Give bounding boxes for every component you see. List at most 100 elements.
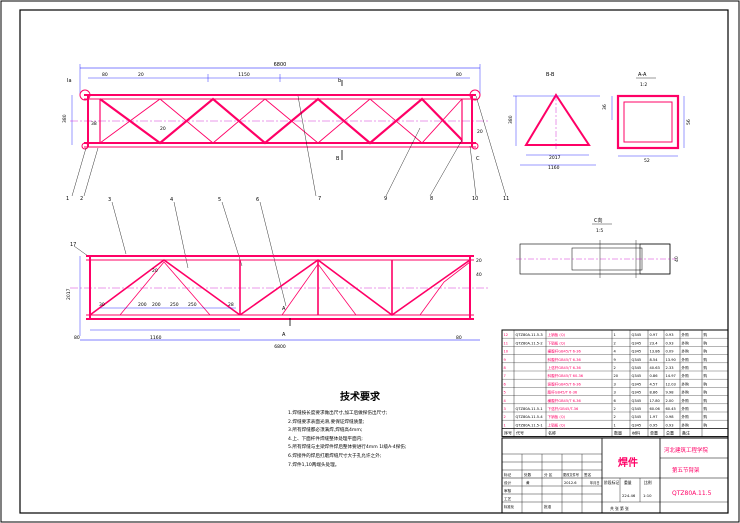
bom-cell: Q345 [632,341,642,345]
tb-row-count: 处数 [524,472,532,477]
bom-cell: 6 [614,399,617,403]
bom-cell: 外购 [682,414,690,419]
callout-4: 4 [170,197,173,203]
dim-inner-4: 250 [188,302,197,308]
tb-row-sign: 签名 [584,472,592,477]
bom-cell: 11 [504,341,509,345]
section-aa-left: 36 [602,104,608,110]
bom-cell: 上销板 (Q) [548,332,566,337]
bom-cell: 2 [614,407,616,411]
dim-top-right: 80 [456,72,462,78]
bom-cell: 9 [614,358,617,362]
bom-header-cell: 材料 [632,430,640,436]
bom-cell: 横腹杆GB45/T 6-36 [548,398,582,403]
bom-cell: 斜腹杆GB45/T 60-36 [548,373,584,378]
callout-7: 7 [318,196,321,202]
tb-company: 河北建筑工程学院 [664,446,709,454]
bom-cell: 外购 [682,349,690,354]
dim-inner-3: 250 [170,302,179,308]
bom-cell: 外购 [682,365,690,370]
bom-cell: 9 [504,358,507,362]
bom-cell: 60.06 [650,407,661,411]
dim-overall-plan: 6800 [274,344,286,350]
bom-cell: 2 [614,415,616,419]
bom-cell: 外购 [682,390,690,395]
bom-header-cell: 备注 [682,430,690,436]
bom-cell: 下弦杆/GB45/T-36 [548,406,579,411]
bom-cell: 0.09 [666,350,675,354]
section-bb-height: 380 [508,115,514,124]
bom-cell: 外购 [682,422,690,427]
bom-cell: 购 [704,422,708,427]
dim-left-inner: 38 [91,121,97,127]
callout-3: 3 [108,197,111,203]
bom-cell: Q345 [632,391,642,395]
bom-cell: 2.33 [666,366,674,370]
bom-cell: 7 [504,374,506,378]
bom-cell: 0.97 [650,333,658,337]
tb-stage: 阶段标记 [604,480,619,485]
dim-mid-plan: 20 [152,268,158,274]
bom-cell: 0.95 [650,423,658,427]
bom-cell: 斜腹杆GB45/T 6-36 [548,357,582,362]
bom-cell: Q345 [632,407,642,411]
dim-panel: 1150 [238,72,250,78]
dim-inner-1: 200 [138,302,147,308]
bom-cell: 外购 [682,373,690,378]
dim-right-low: 20 [477,129,483,135]
tb-approve: 批准 [544,504,552,509]
callout-9: 9 [384,196,387,202]
callout-8: 8 [430,196,433,202]
bom-cell: 上销板 (Q) [548,422,566,427]
bom-cell: 外购 [682,357,690,362]
tb-date-value: 2012.6 [564,481,577,485]
bom-cell: 2 [614,341,616,345]
bom-cell: 下销板 (Q) [548,414,566,419]
dim-low-plan: 30 [99,302,105,308]
bom-cell: 下销板 (Q) [548,340,566,345]
section-bb: B-B 380 2017 1160 [508,72,600,171]
bom-cell: 0.98 [666,415,675,419]
section-aa-scale: 1:2 [640,82,647,88]
dim-start-plan: 1160 [150,335,162,341]
bom-cell: Q345 [632,366,642,370]
bom-cell: QTZ80A.11.5-1 [516,407,543,411]
bom-cell: 1 [614,423,616,427]
tb-scale-value: 1:10 [643,493,652,498]
dim-top-second: 20 [138,72,144,78]
bom-cell: 1 [614,333,616,337]
bom-cell: 8 [504,366,507,370]
tb-row-zone: 分 区 [544,472,553,477]
bom-cell: 2.00 [666,399,675,403]
dim-right-mid-plan: 40 [476,272,482,278]
section-b-bottom: B [336,156,340,162]
marker-a-right: A [282,306,286,312]
bom-cell: 8.54 [650,358,659,362]
bom-cell: 10 [504,350,509,354]
section-bb-title: B-B [546,72,555,78]
bom-cell: 购 [704,365,708,370]
bom-cell: 购 [704,414,708,419]
section-aa-right: 56 [686,119,692,125]
bom-header-cell: 总重 [666,430,674,436]
bom-cell: 外购 [682,332,690,337]
bom-cell: 17.80 [650,399,661,403]
bom-cell: 购 [704,406,708,411]
tb-weight: 重量 [624,480,632,485]
dim-right-top-plan: 20 [476,258,482,264]
dim-inner-2: 200 [152,302,161,308]
bom-cell: 0.93 [666,423,674,427]
bom-cell: 60.45 [666,407,676,411]
bom-cell: 上弦杆GB45/T 6-36 [548,365,582,370]
dim-overall-top: 6800 [274,62,287,68]
section-aa: A-A 1:2 36 56 52 [602,72,692,164]
bom-cell: 9.98 [666,391,675,395]
section-aa-title: A-A [638,72,647,78]
section-bb-bottom-dim: 2017 [549,155,561,161]
tb-designer: 设计 [504,480,512,485]
note-line: 4.上、下面杆件焊缝整体处理平面内; [288,436,363,442]
detail-c-scale: 1:5 [596,228,603,234]
